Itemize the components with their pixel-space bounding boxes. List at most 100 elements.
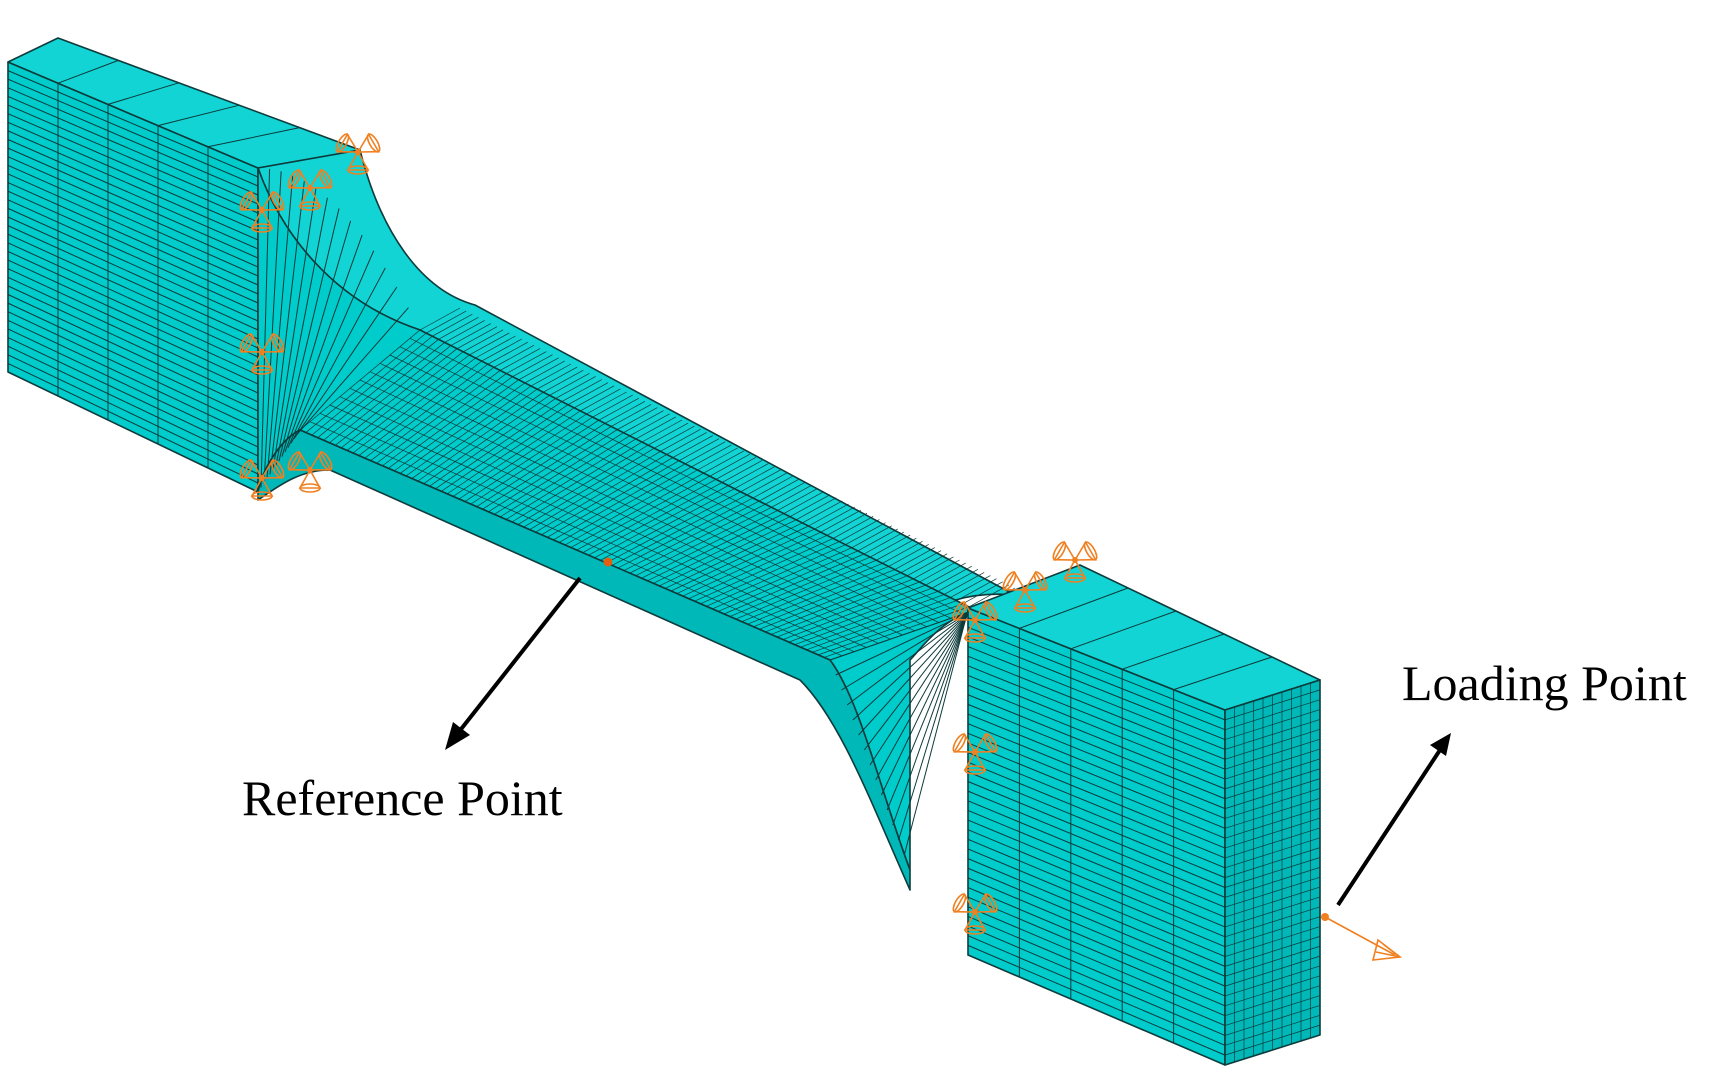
- fixed-support-cone-icon: [298, 468, 322, 493]
- mesh-element-edge: [641, 419, 683, 443]
- mesh-element-edge: [845, 522, 886, 545]
- mesh-element-edge: [419, 307, 461, 331]
- mesh-element-edge: [444, 320, 485, 343]
- mesh-element-edge: [493, 345, 535, 368]
- mesh-element-edge: [207, 127, 300, 148]
- mesh-element-edge: [269, 181, 305, 475]
- mesh-element-edge: [829, 609, 976, 661]
- mesh-element-edge: [272, 188, 317, 470]
- mesh-element-edge: [967, 896, 1226, 1007]
- mesh-element-edge: [7, 95, 259, 205]
- mesh-element-edge: [425, 310, 467, 334]
- fixed-support-cone-icon: [952, 732, 977, 753]
- mesh-element-edge: [536, 366, 578, 390]
- mesh-element-edge: [543, 369, 584, 393]
- mesh-element-edge: [399, 346, 951, 619]
- mesh-element-edge: [7, 319, 259, 439]
- mesh-element-edge: [967, 626, 1226, 731]
- mesh-element-edge: [57, 59, 119, 84]
- mesh-element-edge: [858, 608, 973, 736]
- mesh-element-edge: [7, 207, 259, 322]
- mesh-element-edge: [438, 317, 479, 340]
- mesh-element-edge: [592, 394, 633, 418]
- mesh-element-edge: [967, 829, 1226, 938]
- mesh-element-edge: [771, 485, 812, 508]
- mesh-element-edge: [967, 944, 1226, 1056]
- mesh-element-edge: [808, 503, 849, 527]
- mesh-element-edge: [967, 732, 1226, 839]
- mesh-element-edge: [1122, 633, 1225, 670]
- fixed-support-cone-icon: [973, 600, 998, 621]
- mesh-element-edge: [7, 216, 259, 331]
- mesh-element-edge: [309, 421, 843, 657]
- mesh-element-edge: [728, 463, 769, 486]
- mesh-element-edge: [7, 225, 259, 340]
- mesh-element-edge: [967, 617, 1226, 721]
- mesh-element-edge: [967, 790, 1226, 898]
- mesh-element-edge: [892, 608, 970, 826]
- mesh-element-edge: [967, 838, 1226, 948]
- mesh-element-edge: [580, 388, 621, 412]
- mesh-element-edge: [7, 173, 259, 286]
- mesh-element-edge: [7, 87, 259, 196]
- mesh-element-edge: [469, 332, 510, 356]
- mesh-element-edge: [284, 234, 363, 453]
- right-grip-block: [967, 564, 1321, 1066]
- fixed-support-cone-icon: [963, 910, 987, 935]
- mesh-element-edge: [561, 379, 603, 402]
- fixed-support-cone-icon: [298, 186, 322, 211]
- mesh-element-edge: [293, 286, 398, 440]
- mesh-element-edge: [967, 675, 1226, 780]
- mesh-element-edge: [7, 233, 259, 349]
- mesh-element-edge: [852, 609, 974, 721]
- fixed-support-cone-icon: [973, 892, 998, 913]
- mesh-element-edge: [7, 78, 259, 187]
- fixed-support-cone-icon: [287, 450, 312, 471]
- mesh-element-edge: [814, 506, 855, 530]
- mesh-element-edge: [903, 608, 969, 856]
- mesh-element-edge: [869, 534, 911, 558]
- mesh-element-edge: [7, 182, 259, 295]
- mesh-element-edge: [967, 887, 1226, 997]
- mesh-element-edge: [967, 809, 1226, 918]
- mesh-element-edge: [7, 113, 259, 223]
- mesh-element-edge: [758, 478, 800, 502]
- mesh-element-edge: [857, 528, 899, 552]
- mesh-element-edge: [967, 819, 1226, 928]
- mesh-element-edge: [623, 410, 664, 433]
- mesh-element-edge: [967, 761, 1226, 869]
- mesh-element-edge: [967, 848, 1226, 957]
- fixed-support-cone-icon: [1063, 558, 1087, 583]
- mesh-element-edge: [7, 130, 259, 241]
- mesh-element-edge: [549, 373, 590, 396]
- mesh-element-edge: [7, 156, 259, 268]
- mesh-element-edge: [832, 516, 874, 539]
- mesh-element-edge: [319, 413, 855, 652]
- mesh-element-edge: [967, 800, 1226, 908]
- mesh-element-edge: [475, 335, 516, 359]
- mesh-element-edge: [886, 608, 971, 811]
- mesh-element-edge: [263, 171, 282, 484]
- mesh-element-edge: [869, 608, 972, 766]
- mesh-element-edge: [734, 466, 775, 489]
- mesh-element-edge: [967, 781, 1226, 888]
- mesh-element-edge: [7, 311, 259, 430]
- mesh-element-edge: [967, 858, 1226, 967]
- mesh-element-edge: [7, 199, 259, 313]
- mesh-element-edge: [555, 376, 596, 399]
- mesh-element-edge: [379, 363, 927, 627]
- fixed-support-cone-icon: [308, 168, 333, 189]
- mesh-element-edge: [875, 608, 972, 781]
- reference-point-label: Reference Point: [242, 770, 563, 826]
- mesh-element-edge: [296, 307, 409, 435]
- mesh-element-edge: [715, 457, 757, 480]
- mesh-element-edge: [7, 259, 259, 376]
- mesh-element-edge: [950, 575, 991, 598]
- gauge-mesh-lines: [257, 168, 1016, 856]
- fixed-support-cone-icon: [260, 458, 285, 479]
- mesh-element-edge: [839, 519, 880, 542]
- mesh-element-edge: [7, 250, 259, 367]
- mesh-element-edge: [660, 429, 701, 452]
- fixed-support-cone-icon: [335, 132, 360, 153]
- mesh-element-edge: [967, 925, 1226, 1036]
